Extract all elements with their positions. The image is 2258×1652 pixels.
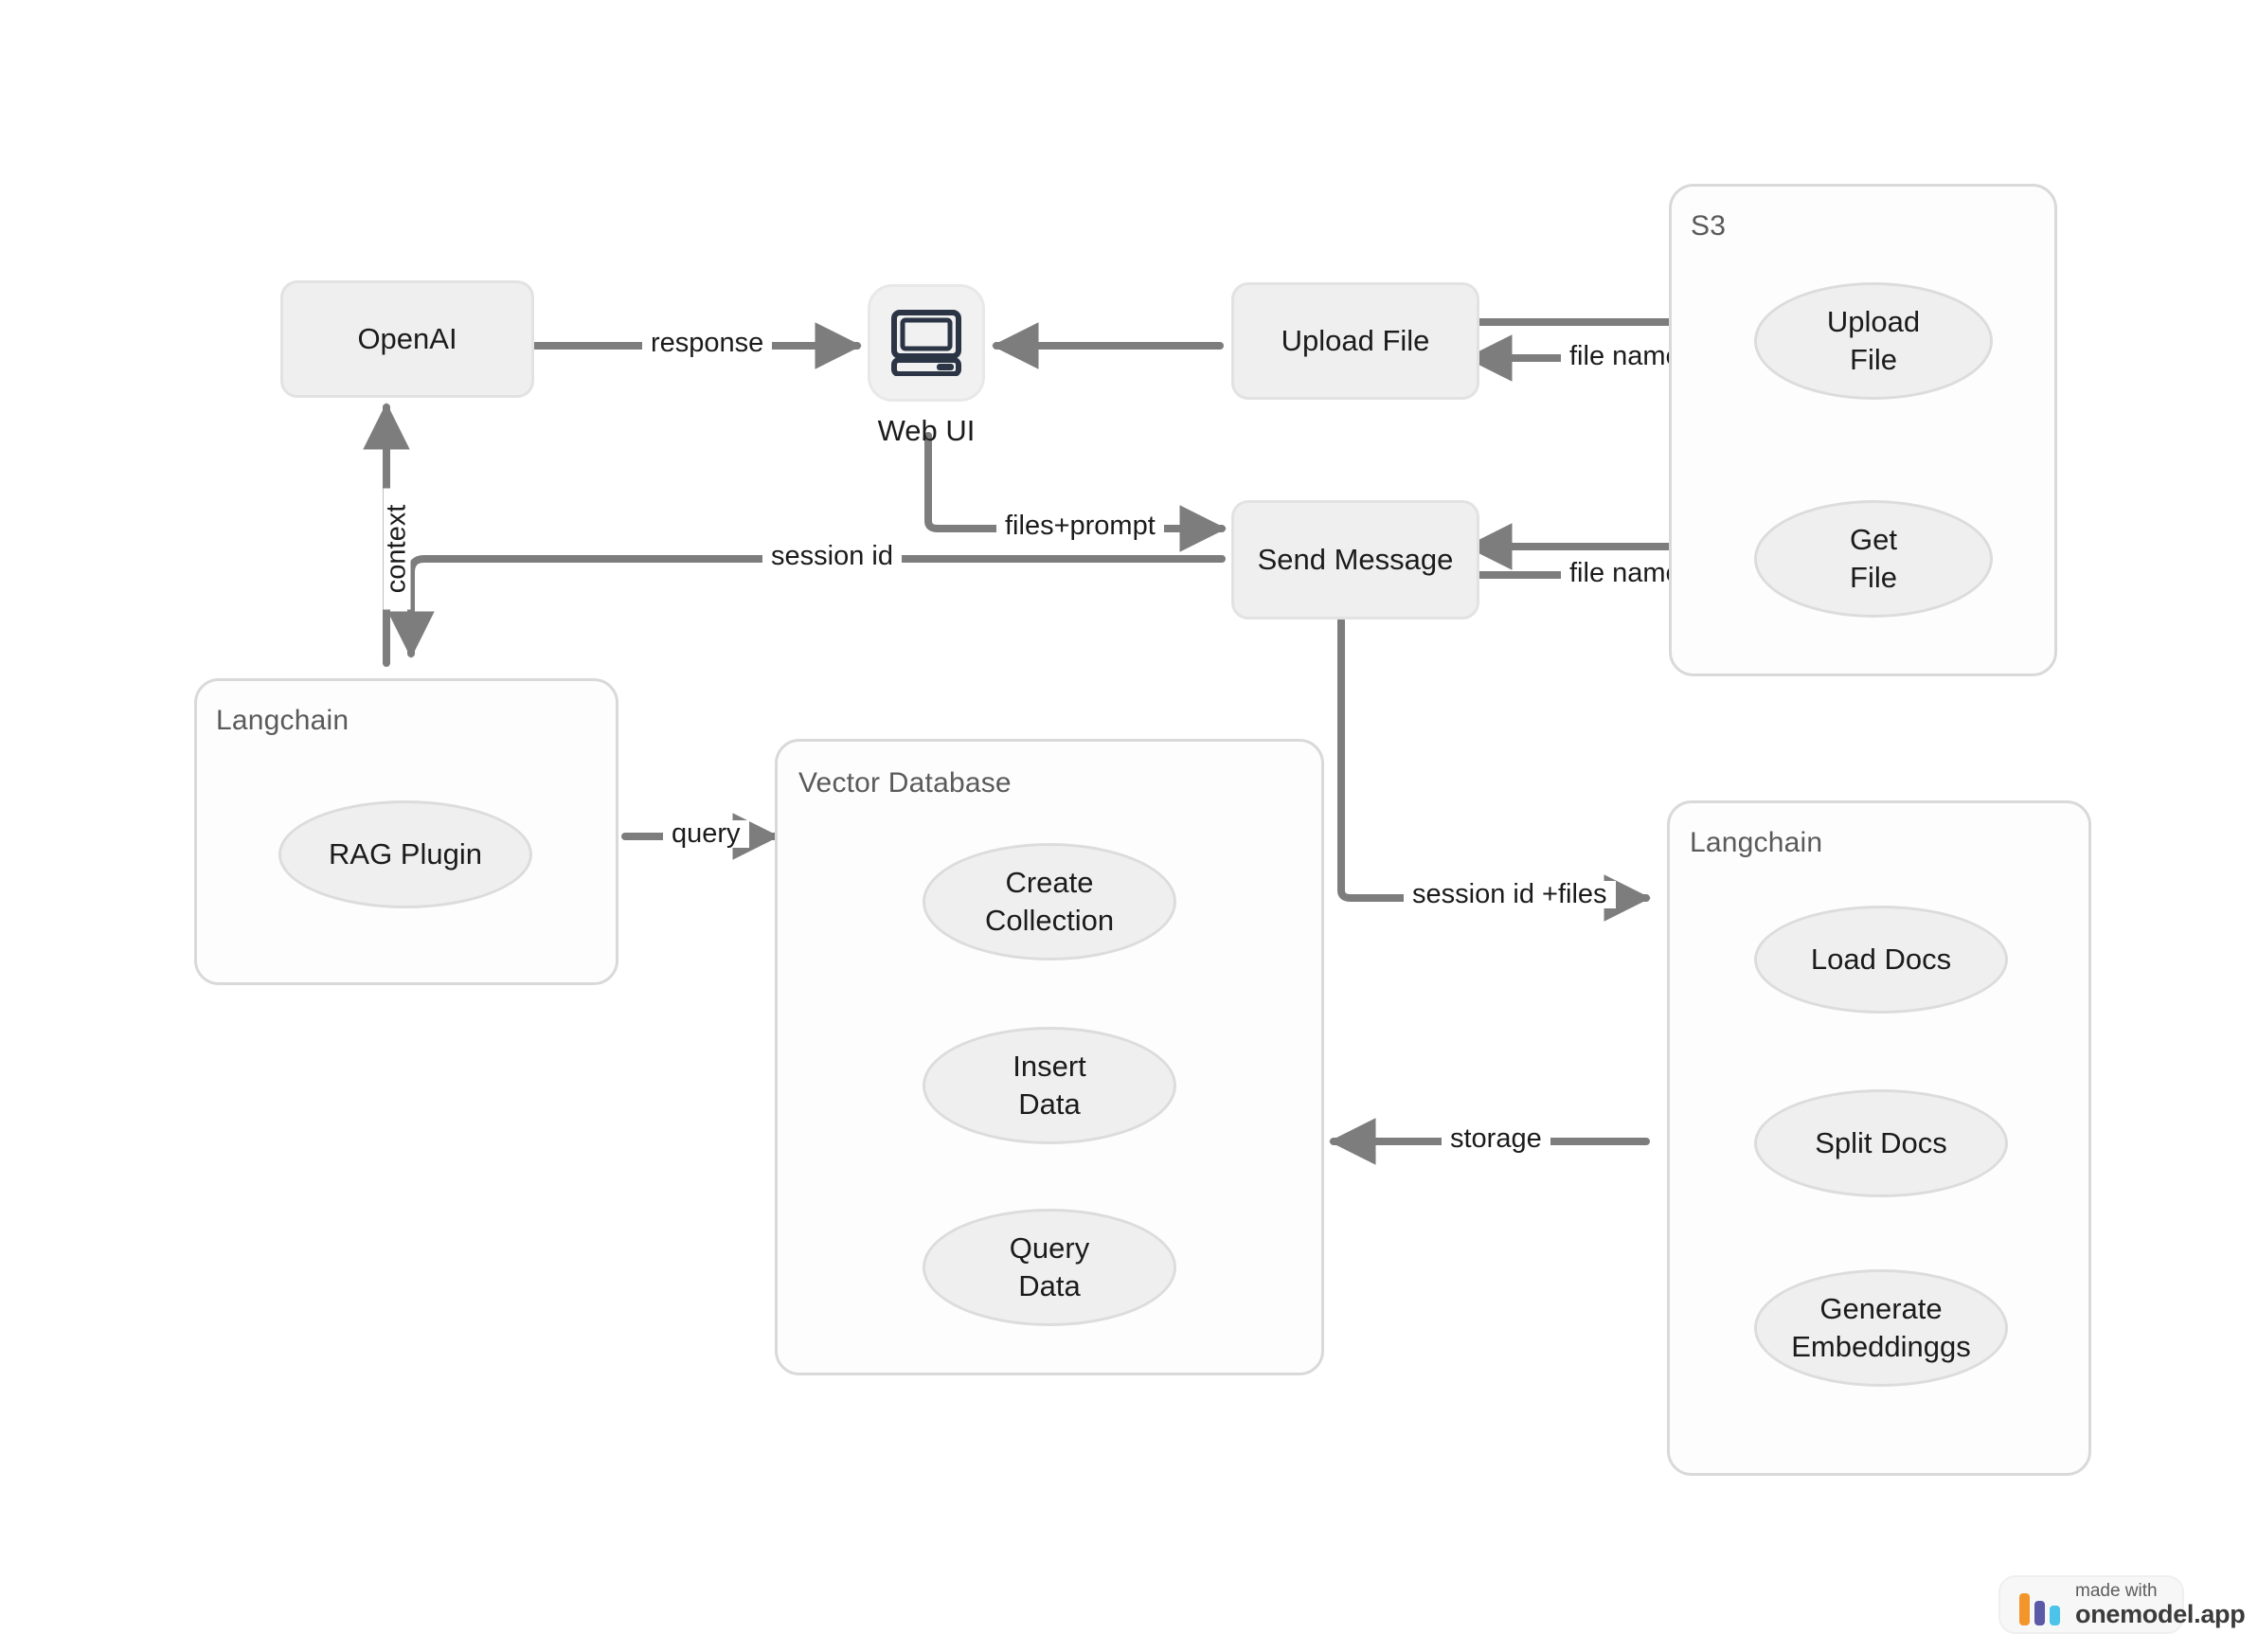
group-label-s3: S3 <box>1691 210 1727 242</box>
edge-label-session-id: session id <box>762 543 902 570</box>
node-s3-upload-file-line2: File <box>1850 343 1897 376</box>
edge-label-session-id-files: session id +files <box>1404 881 1616 908</box>
edge-session-id <box>387 555 1226 658</box>
node-web-ui[interactable] <box>868 284 985 402</box>
node-send-message-label: Send Message <box>1257 543 1454 577</box>
node-generate-embeddings[interactable]: Generate Embeddinggs <box>1754 1269 2008 1387</box>
node-insert-data[interactable]: Insert Data <box>923 1027 1176 1144</box>
edge-label-context: context <box>382 488 412 610</box>
node-generate-embeddings-line1: Generate <box>1819 1291 1943 1325</box>
edge-files-prompt <box>924 432 1227 552</box>
node-query-data-line1: Query <box>1009 1230 1090 1265</box>
node-create-collection-line1: Create <box>1005 865 1094 899</box>
node-load-docs[interactable]: Load Docs <box>1754 906 2008 1014</box>
node-upload-file[interactable]: Upload File <box>1231 282 1479 400</box>
node-s3-get-file-line1: Get <box>1850 522 1897 556</box>
node-query-data[interactable]: Query Data <box>923 1209 1176 1326</box>
node-create-collection[interactable]: Create Collection <box>923 843 1176 961</box>
node-upload-file-label: Upload File <box>1281 324 1430 358</box>
node-openai-label: OpenAI <box>357 322 457 356</box>
group-label-langchain-right: Langchain <box>1690 827 1823 858</box>
node-query-data-line2: Data <box>1018 1269 1081 1302</box>
node-s3-upload-file-line1: Upload <box>1826 304 1921 338</box>
edge-label-response: response <box>642 330 773 357</box>
node-generate-embeddings-line2: Embeddinggs <box>1791 1330 1971 1363</box>
watermark-badge[interactable]: made with onemodel.app <box>1998 1575 2246 1634</box>
edge-label-files-prompt: files+prompt <box>996 512 1164 540</box>
node-s3-get-file[interactable]: Get File <box>1754 500 1993 618</box>
group-label-langchain-left: Langchain <box>216 705 349 736</box>
node-split-docs[interactable]: Split Docs <box>1754 1089 2008 1197</box>
node-split-docs-label: Split Docs <box>1815 1125 1947 1159</box>
watermark-brand: onemodel.app <box>2075 1599 2246 1628</box>
group-label-vector-database: Vector Database <box>798 767 1012 799</box>
onemodel-logo-icon <box>2019 1584 2060 1625</box>
node-rag-plugin-label: RAG Plugin <box>329 836 482 871</box>
node-rag-plugin[interactable]: RAG Plugin <box>278 800 532 908</box>
node-s3-get-file-line2: File <box>1850 561 1897 594</box>
edge-label-file-name-get: file name <box>1561 560 1690 587</box>
desktop-computer-icon <box>891 310 961 376</box>
node-s3-upload-file[interactable]: Upload File <box>1754 282 1993 400</box>
edge-label-file-name-upload: file name <box>1561 343 1690 370</box>
node-create-collection-line2: Collection <box>984 904 1115 937</box>
node-openai[interactable]: OpenAI <box>280 280 534 398</box>
node-send-message[interactable]: Send Message <box>1231 500 1479 620</box>
node-insert-data-line1: Insert <box>1013 1049 1086 1083</box>
edge-label-query: query <box>663 820 749 848</box>
node-load-docs-label: Load Docs <box>1810 942 1952 976</box>
node-insert-data-line2: Data <box>1018 1087 1081 1121</box>
watermark-made-with: made with <box>2075 1580 2158 1601</box>
edge-session-id-files <box>1337 617 1651 922</box>
edge-label-storage: storage <box>1442 1125 1550 1153</box>
node-web-ui-caption: Web UI <box>877 414 976 447</box>
